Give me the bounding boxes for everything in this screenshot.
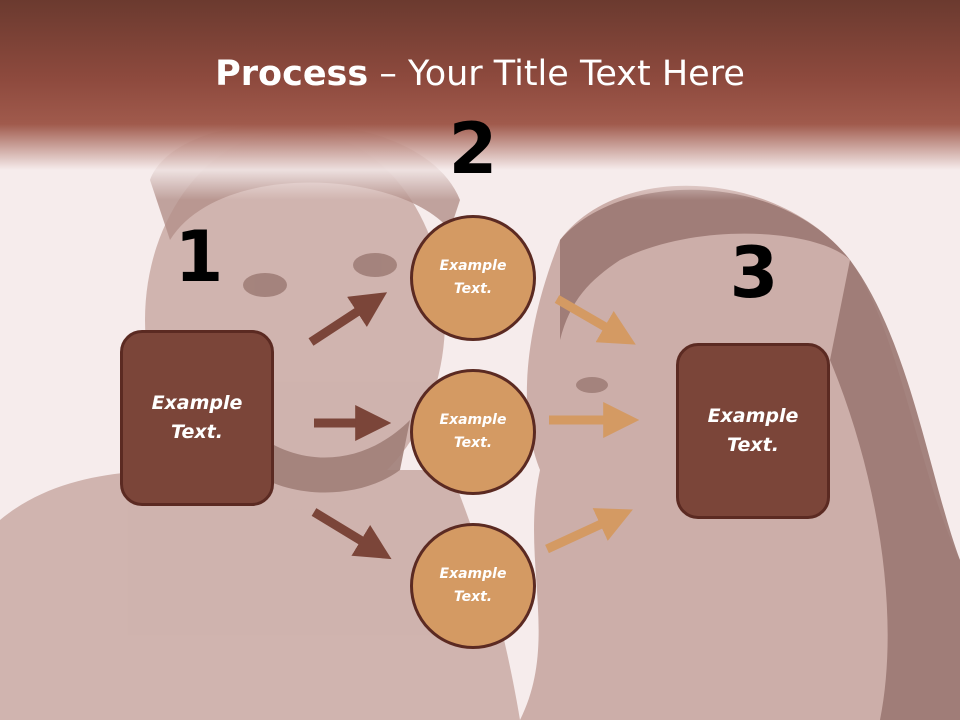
circle-top[interactable]: Example Text.: [410, 215, 536, 341]
step-number-2: 2: [448, 108, 498, 190]
step-number-3: 3: [729, 232, 779, 314]
slide-title: Process – Your Title Text Here: [0, 52, 960, 96]
circle-bottom-line-1: Example: [439, 566, 507, 582]
circle-middle[interactable]: Example Text.: [410, 369, 536, 495]
circle-bottom-line-2: Text.: [453, 589, 493, 605]
circle-top-line-1: Example: [439, 258, 507, 274]
title-bold-part: Process: [215, 54, 369, 94]
left-text-box[interactable]: Example Text.: [120, 330, 274, 506]
arrow-from-circle-bottom: [545, 508, 633, 554]
circle-bottom[interactable]: Example Text.: [410, 523, 536, 649]
right-box-line-2: Text.: [727, 434, 779, 456]
arrow-to-circle-top: [308, 292, 388, 346]
right-text-box[interactable]: Example Text.: [676, 343, 830, 519]
title-band: [0, 0, 960, 200]
title-rest-part: – Your Title Text Here: [368, 54, 745, 94]
left-box-line-2: Text.: [171, 421, 223, 443]
left-box-line-1: Example: [151, 392, 243, 414]
circle-top-line-2: Text.: [453, 281, 493, 297]
right-box-line-1: Example: [707, 405, 799, 427]
arrow-from-circle-top: [554, 295, 636, 345]
circle-middle-line-2: Text.: [453, 435, 493, 451]
arrow-to-circle-bottom: [311, 508, 392, 560]
step-number-1: 1: [174, 216, 224, 298]
circle-middle-line-1: Example: [439, 412, 507, 428]
